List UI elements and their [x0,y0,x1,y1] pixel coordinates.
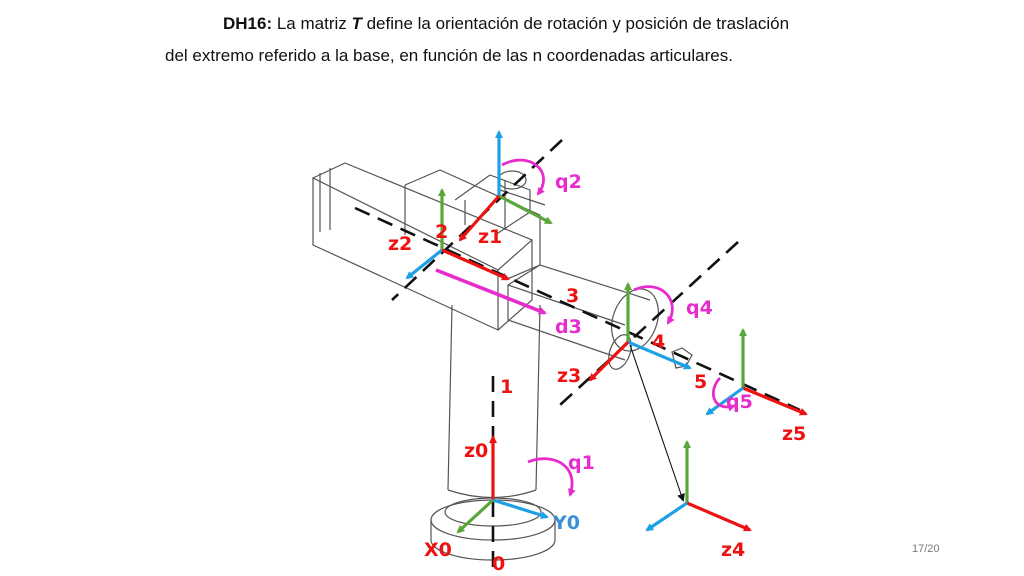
axis-2-dashed [391,139,563,301]
frame-3 [588,282,692,502]
heading-post: define la orientación de rotación y posi… [361,14,790,33]
shoulder-block [404,169,541,281]
frame4-y-arrow [645,501,688,532]
frame3-y-arrow [627,340,692,370]
label-joint-4: 4 [652,331,665,353]
frame-4 [645,440,752,532]
rotation-q1-arrow [527,457,576,497]
label-z2: z2 [388,233,412,255]
pointer-to-frame4 [629,344,685,502]
label-q2: q2 [555,171,582,193]
frame0-x-arrow [456,498,495,534]
heading-code: DH16: [223,14,273,33]
frame4-z-arrow [686,501,752,532]
axis-4-dashed [559,241,739,406]
label-d3: d3 [555,316,582,338]
rotation-q2-arrow [501,158,545,196]
label-origin-0: 0 [492,553,505,575]
label-X0: X0 [424,539,452,561]
label-joint-3: 3 [566,285,579,307]
shoulder-box-inner [319,168,331,232]
label-z1: z1 [478,226,502,248]
slide-number: 17/20 [912,543,940,555]
heading-line-1: DH16: La matriz T define la orientación … [223,14,789,34]
frame1-z-arrow [458,194,501,242]
label-joint-1: 1 [500,376,513,398]
frame5-z-arrow [742,386,808,416]
label-q5: q5 [726,391,753,413]
frame-0 [456,435,576,534]
frame2-z-arrow [405,248,443,280]
wrist-cylinder [608,334,632,370]
frame5-y-arrow [705,386,744,416]
wrist-tool [671,347,693,369]
rotation-q5-arrow [711,377,736,412]
label-joint-5: 5 [694,371,707,393]
label-z0: z0 [464,440,488,462]
label-z4: z4 [721,539,745,561]
frame3-z-arrow [588,340,630,382]
dashed-axes [354,139,801,576]
label-q4: q4 [686,297,713,319]
arm-joint [611,288,659,352]
frame-5 [705,328,808,416]
frame-2 [405,188,547,315]
labels: q2 2 z1 z2 3 d3 q4 4 z3 1 5 q5 z5 z0 q1 … [388,171,806,575]
frame-1 [458,130,553,242]
rotation-q4-arrow [633,285,675,325]
axis-3-dashed [354,206,801,412]
frame0-y-arrow [492,498,549,520]
top-bracket [454,174,546,236]
frame1-x-arrow [498,194,553,225]
heading-line-2: del extremo referido a la base, en funci… [165,46,733,65]
label-z3: z3 [557,365,581,387]
frame2-red-arrow [441,248,510,281]
label-Y0: Y0 [552,512,580,534]
label-q1: q1 [568,452,595,474]
label-joint-2: 2 [435,221,448,243]
heading-pre: La matriz [272,14,352,33]
d3-translation-arrow [435,268,547,315]
label-z5: z5 [782,423,806,445]
heading-symbol: T [351,14,362,33]
